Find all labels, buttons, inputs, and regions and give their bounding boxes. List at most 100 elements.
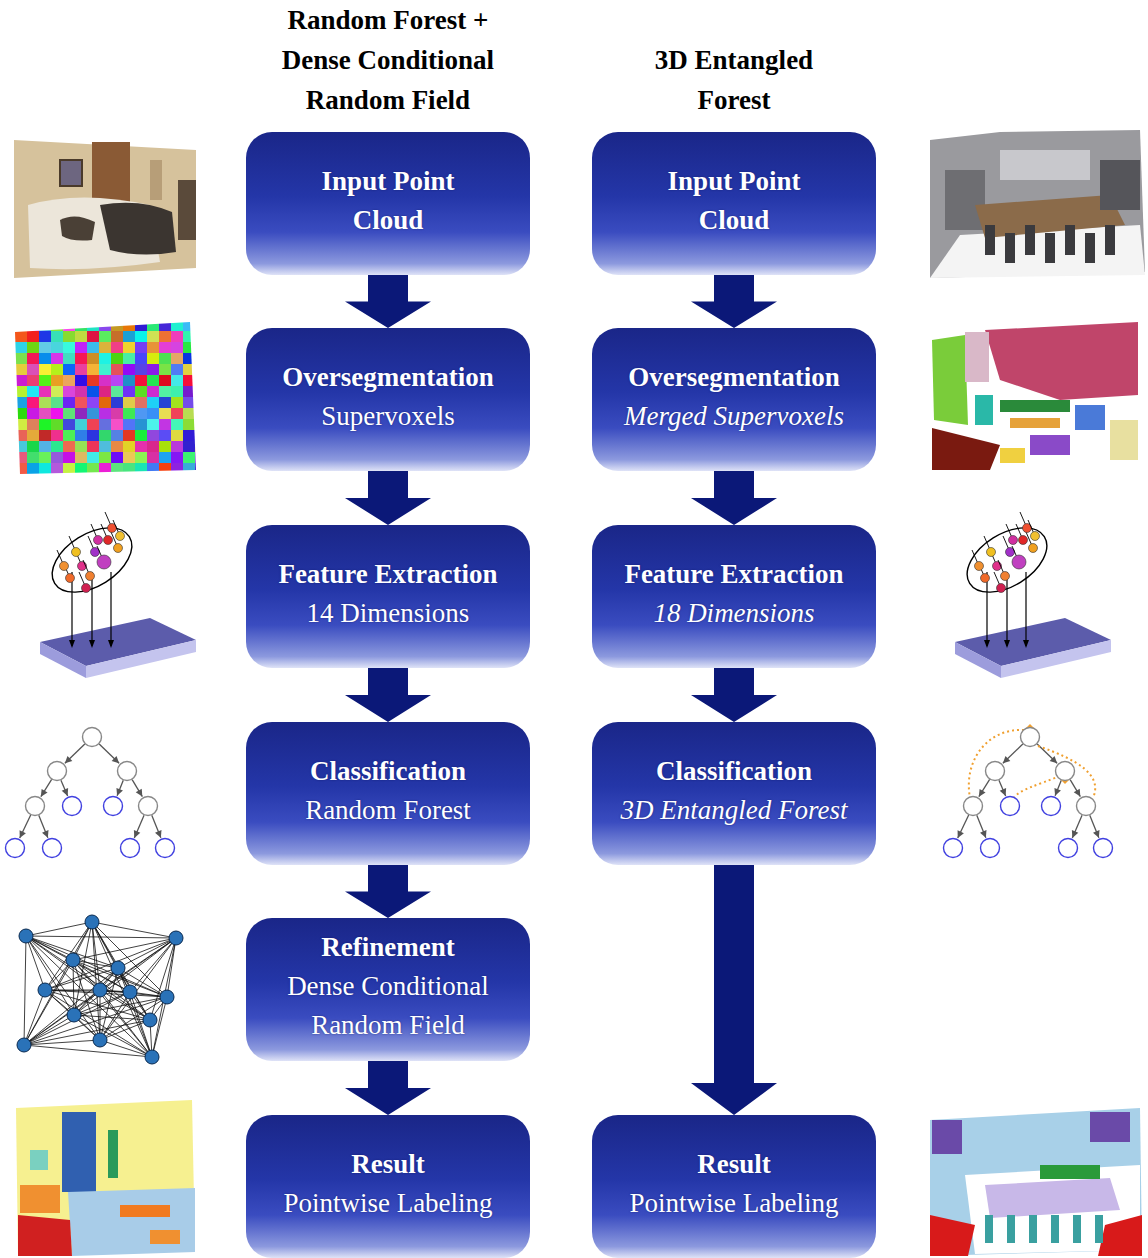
supervoxel — [135, 375, 147, 386]
supervoxel — [87, 353, 99, 364]
supervoxel — [99, 375, 111, 386]
arrow-head — [41, 789, 48, 797]
supervoxel — [195, 386, 207, 397]
supervoxel — [27, 463, 39, 474]
supervoxel — [87, 375, 99, 386]
supervoxel — [159, 331, 171, 342]
supervoxel — [147, 386, 159, 397]
supervoxel — [39, 474, 51, 485]
split-node — [26, 797, 45, 816]
block-arrow — [345, 865, 431, 918]
supervoxel — [63, 331, 75, 342]
crf-node — [85, 915, 99, 929]
supervoxel — [159, 441, 171, 452]
crf-node — [66, 953, 80, 967]
object-label — [1090, 1112, 1130, 1142]
object-label — [30, 1150, 48, 1170]
supervoxel — [51, 397, 63, 408]
point — [104, 536, 113, 545]
supervoxel — [51, 430, 63, 441]
supervoxel — [99, 408, 111, 419]
supervoxel — [135, 419, 147, 430]
supervoxel — [111, 342, 123, 353]
crf-node — [38, 983, 52, 997]
split-node — [986, 762, 1005, 781]
supervoxel — [195, 342, 207, 353]
supervoxel — [63, 364, 75, 375]
point — [60, 562, 69, 571]
crf-node — [93, 983, 107, 997]
arrow-head — [89, 640, 95, 648]
supervoxel — [195, 430, 207, 441]
supervoxel — [75, 364, 87, 375]
supervoxel — [51, 408, 63, 419]
process-box: ResultPointwise Labeling — [592, 1115, 876, 1258]
supervoxel — [15, 331, 27, 342]
crf-node — [160, 990, 174, 1004]
supervoxel — [63, 320, 75, 331]
box-body: Dense Conditional Random Field — [263, 967, 513, 1045]
supervoxel — [135, 342, 147, 353]
supervoxel — [63, 441, 75, 452]
supervoxel — [111, 408, 123, 419]
supervoxel — [123, 408, 135, 419]
supervoxel — [39, 408, 51, 419]
supervoxel — [75, 320, 87, 331]
supervoxel — [147, 397, 159, 408]
supervoxel — [39, 397, 51, 408]
point — [1012, 555, 1026, 569]
supervoxel — [87, 386, 99, 397]
supervoxel — [111, 375, 123, 386]
supervoxel — [111, 386, 123, 397]
column-heading: Random Forest + Dense Conditional Random… — [263, 0, 513, 120]
supervoxel — [159, 452, 171, 463]
column-heading: 3D Entangled Forest — [634, 40, 834, 120]
supervoxel — [111, 320, 123, 331]
supervoxel — [123, 331, 135, 342]
supervoxel — [39, 353, 51, 364]
projection-line — [1006, 572, 1007, 646]
crf-node — [67, 1008, 81, 1022]
tree-edge — [1072, 815, 1082, 838]
supervoxel — [87, 364, 99, 375]
tree-edge — [39, 815, 48, 838]
supervoxel — [147, 452, 159, 463]
tree-edge — [20, 815, 31, 838]
crf-edge — [100, 1020, 150, 1040]
arrow-head — [1074, 789, 1081, 797]
segment — [932, 428, 1000, 470]
crf-edge — [73, 960, 167, 997]
merged-supervoxels — [932, 322, 1140, 470]
supervoxel — [15, 397, 27, 408]
supervoxel — [147, 375, 159, 386]
supervoxel — [147, 320, 159, 331]
point — [1009, 536, 1018, 545]
crf-edge — [45, 922, 92, 990]
box-body: 14 Dimensions — [307, 594, 470, 633]
point — [1031, 532, 1040, 541]
split-node — [1077, 797, 1096, 816]
supervoxel — [159, 397, 171, 408]
supervoxel — [63, 430, 75, 441]
object-label — [1040, 1165, 1100, 1179]
supervoxel — [87, 430, 99, 441]
supervoxel — [111, 419, 123, 430]
supervoxel — [75, 419, 87, 430]
segment — [985, 322, 1138, 400]
supervoxel — [99, 353, 111, 364]
process-box: Input Point Cloud — [246, 132, 530, 275]
supervoxel — [111, 397, 123, 408]
supervoxel — [171, 463, 183, 474]
supervoxel — [27, 320, 39, 331]
box-heading: Oversegmentation — [282, 358, 493, 397]
point — [981, 574, 990, 583]
box-heading: Result — [697, 1145, 771, 1184]
supervoxel — [147, 419, 159, 430]
supervoxel — [99, 463, 111, 474]
split-node — [139, 797, 158, 816]
supervoxel — [135, 364, 147, 375]
crf-node — [93, 1033, 107, 1047]
supervoxel — [27, 452, 39, 463]
process-box: RefinementDense Conditional Random Field — [246, 918, 530, 1061]
split-node — [1056, 762, 1075, 781]
